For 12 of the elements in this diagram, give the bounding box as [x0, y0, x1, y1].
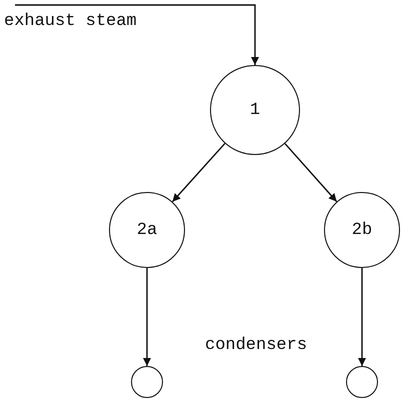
arrow — [15, 4, 259, 65]
node-label: 1 — [250, 100, 260, 120]
caption-label: condensers — [205, 336, 308, 355]
node-label: 2a — [136, 220, 158, 240]
arrow — [284, 143, 338, 202]
empty-circle — [346, 366, 378, 398]
arrow — [172, 142, 226, 202]
arrow — [358, 268, 366, 366]
node-label: 2b — [352, 220, 372, 240]
arrow — [143, 268, 151, 366]
edge-label: exhaust steam — [4, 12, 137, 31]
empty-circle — [131, 366, 163, 398]
